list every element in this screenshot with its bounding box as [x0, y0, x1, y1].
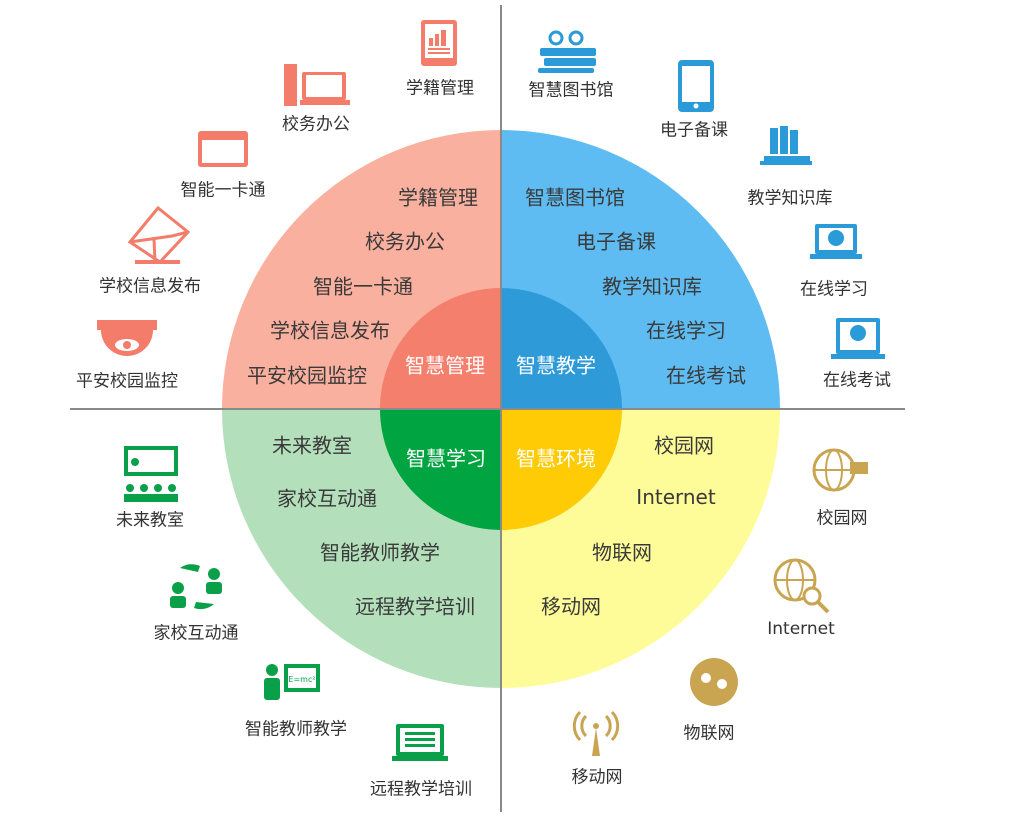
icon-label: Internet	[767, 619, 835, 639]
ring-item: 平安校园监控	[247, 363, 367, 388]
icon-label: 智慧图书馆	[528, 80, 614, 101]
ring-item: 智能一卡通	[313, 274, 413, 299]
mobile-phone-icon	[678, 60, 714, 112]
ring-item: 在线考试	[666, 363, 746, 388]
icon-label: 电子备课	[660, 120, 728, 141]
campus-network-globe-icon	[812, 448, 868, 492]
envelope-icon	[127, 205, 191, 264]
icon-label: 智能教师教学	[245, 719, 347, 740]
icon-label: 校园网	[816, 508, 868, 529]
core-label-learn: 智慧学习	[406, 446, 486, 471]
ring-item: 移动网	[541, 594, 601, 619]
tablet-chart-icon	[421, 20, 457, 66]
learn-inner-sector	[380, 409, 501, 530]
teacher-board-icon: E=mc²	[264, 664, 320, 700]
env-inner-sector	[501, 409, 622, 530]
ring-item: 家校互动通	[277, 486, 377, 511]
interaction-people-icon	[170, 564, 222, 610]
ring-item: Internet	[636, 485, 716, 509]
icon-label: 在线考试	[823, 370, 891, 391]
iot-location-icon	[690, 658, 738, 706]
ring-item: 学校信息发布	[270, 318, 390, 343]
icon-label: 物联网	[683, 723, 735, 744]
ring-item: 校务办公	[365, 229, 445, 254]
teach-inner-sector	[501, 288, 622, 409]
icon-label: 学校信息发布	[99, 276, 201, 297]
ring-item: 智能教师教学	[320, 540, 440, 565]
icon-label: 学籍管理	[406, 78, 474, 99]
books-glasses-icon	[538, 30, 596, 73]
ring-item: 教学知识库	[602, 274, 702, 299]
ring-item: 在线学习	[646, 318, 726, 343]
icon-label: 教学知识库	[747, 188, 833, 209]
remote-training-laptop-icon	[392, 724, 448, 761]
mobile-signal-tower-icon	[572, 710, 620, 756]
security-camera-icon	[97, 320, 157, 356]
ring-item: 校园网	[654, 433, 714, 458]
browser-card-icon	[198, 131, 248, 167]
icon-label: 校务办公	[282, 114, 350, 135]
icon-label: 未来教室	[116, 510, 184, 531]
ring-item: 学籍管理	[398, 185, 478, 210]
core-label-teach: 智慧教学	[516, 353, 596, 378]
svg-text:E=mc²: E=mc²	[288, 675, 315, 684]
ring-item: 远程教学培训	[355, 594, 475, 619]
icon-label: 智能一卡通	[180, 180, 266, 201]
mgmt-inner-sector	[380, 288, 501, 409]
classroom-icon	[124, 446, 178, 502]
icon-label: 移动网	[571, 767, 623, 788]
icon-label: 远程教学培训	[370, 779, 472, 800]
ring-item: 智慧图书馆	[525, 185, 625, 210]
ring-item: 物联网	[592, 540, 652, 565]
icon-label: 家校互动通	[153, 623, 239, 644]
ring-item: 电子备课	[576, 229, 656, 254]
core-label-env: 智慧环境	[516, 446, 596, 471]
laptop-document-icon	[810, 224, 862, 259]
laptop-exam-icon	[831, 318, 885, 359]
icon-label: 在线学习	[800, 279, 868, 300]
core-label-mgmt: 智慧管理	[405, 353, 485, 378]
computer-icon	[284, 64, 350, 106]
icon-label: 平安校园监控	[76, 371, 178, 392]
laptop-books-icon	[760, 126, 812, 165]
internet-search-globe-icon	[773, 558, 830, 614]
ring-item: 未来教室	[272, 433, 352, 458]
